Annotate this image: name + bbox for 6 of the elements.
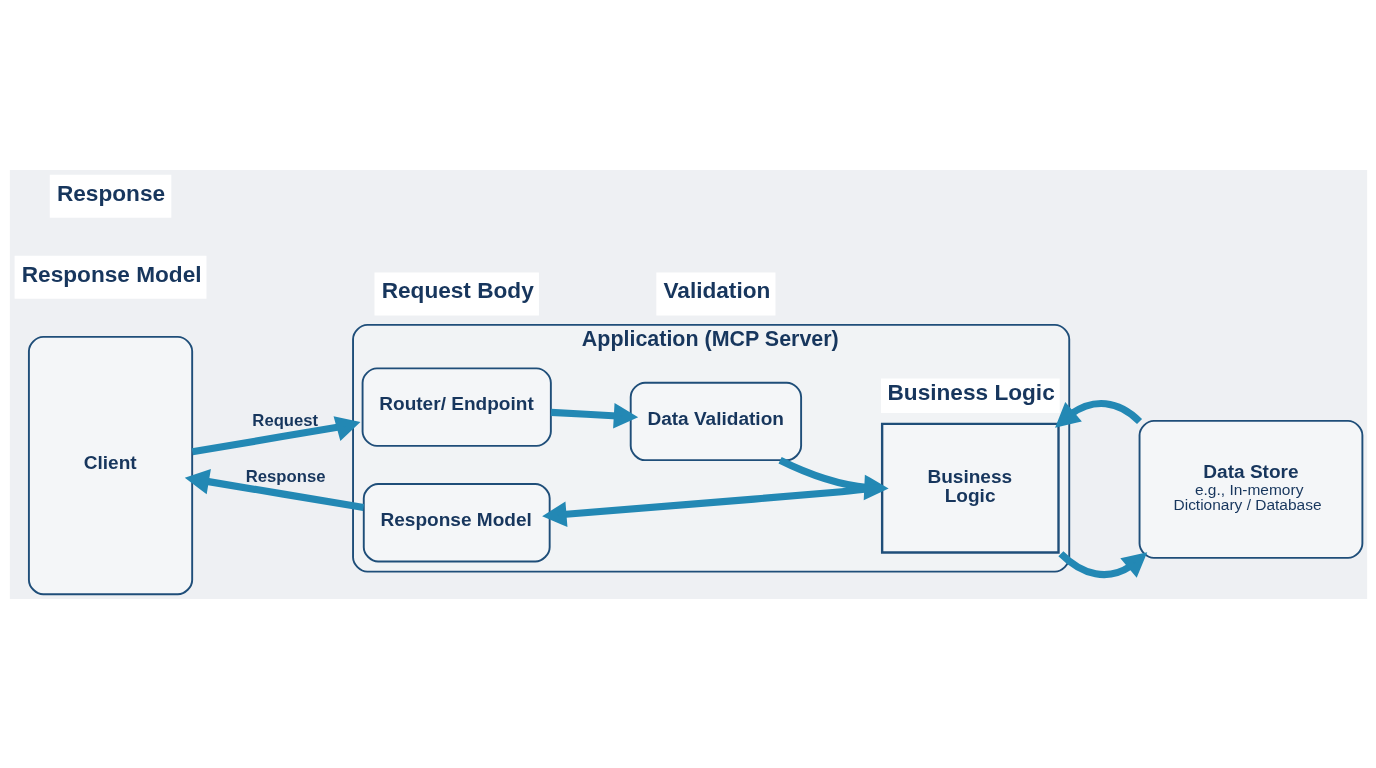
label: Response <box>56 180 165 206</box>
label: Validation <box>662 277 770 303</box>
edge-label: Request <box>251 410 318 430</box>
label: Request Body <box>381 277 534 303</box>
edge-label: Response <box>245 466 325 486</box>
label: Response Model <box>21 261 202 287</box>
